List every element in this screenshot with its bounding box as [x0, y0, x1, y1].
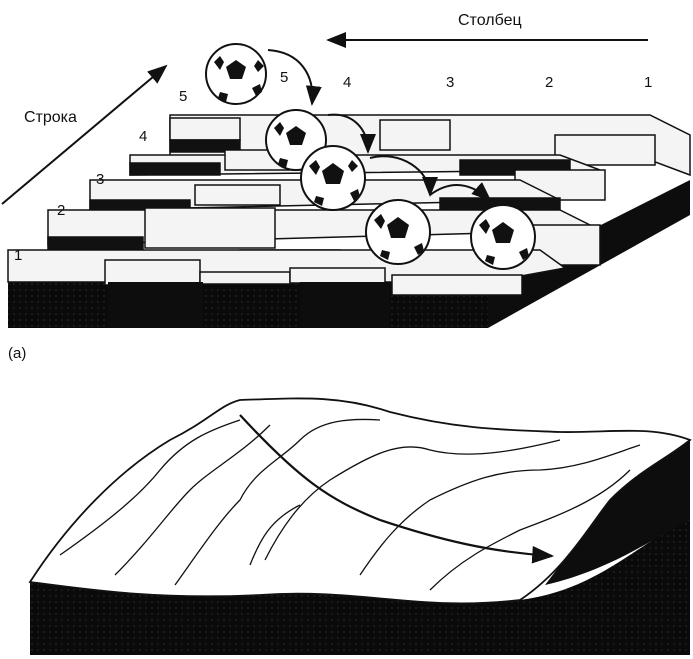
- column-number-4: 4: [343, 74, 352, 91]
- column-number-5: 5: [280, 69, 289, 86]
- column-number-2: 2: [545, 74, 554, 91]
- row-number-3: 3: [96, 171, 105, 188]
- row-arrow: [1, 64, 168, 205]
- contour-lines: [59, 418, 641, 591]
- tile-rows: [7, 114, 691, 328]
- flow-arrow: [239, 414, 555, 564]
- panel-b: [28, 397, 692, 655]
- column-number-3: 3: [446, 74, 455, 91]
- column-label: Столбец: [458, 12, 522, 29]
- row-number-5: 5: [179, 88, 188, 105]
- ball-3: [300, 145, 366, 211]
- panel-a: [1, 32, 691, 328]
- terrain-side: [30, 520, 690, 655]
- terrain-right-side: [545, 440, 690, 585]
- ball-4: [365, 199, 431, 265]
- ball-1: [205, 43, 267, 105]
- ball-5: [470, 204, 536, 270]
- row-number-2: 2: [57, 202, 66, 219]
- column-number-1: 1: [644, 74, 653, 91]
- panel-a-caption: (a): [8, 345, 27, 362]
- hop-arrows: [267, 49, 492, 202]
- terrain-top: [28, 397, 692, 605]
- row-number-1: 1: [14, 247, 23, 264]
- row-label: Строка: [24, 109, 77, 126]
- row-number-4: 4: [139, 128, 148, 145]
